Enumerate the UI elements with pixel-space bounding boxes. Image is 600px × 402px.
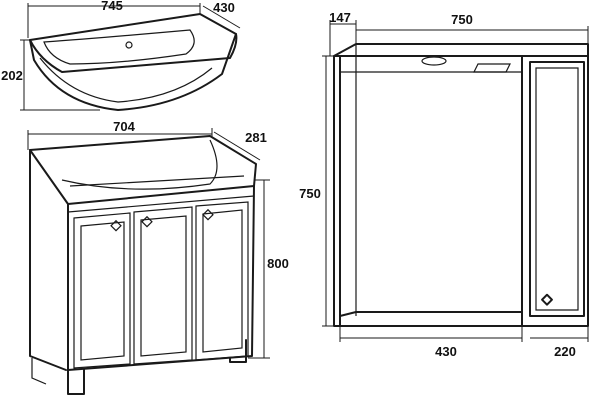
side-cabinet-width-dimension: 220 — [530, 326, 589, 359]
sink-tap-hole — [125, 41, 133, 49]
vanity-door-middle-handle-icon — [141, 215, 153, 228]
sink-height-dimension: 202 — [1, 39, 100, 111]
mirror-depth-dimension: 147 — [329, 10, 357, 56]
vanity-height-dimension: 800 — [248, 179, 289, 359]
mirror-height-label: 750 — [299, 186, 321, 201]
sink-width-label: 745 — [101, 0, 123, 13]
sink-width-dimension: 745 — [27, 0, 201, 38]
vanity-door-right — [195, 201, 249, 361]
vanity-basin-curve — [61, 139, 218, 190]
side-cabinet-handle-icon — [541, 293, 553, 306]
vanity-door-left — [73, 212, 131, 369]
vanity-width-dimension: 704 — [27, 119, 213, 150]
vanity-door-right-handle-icon — [202, 208, 214, 221]
mirror-lamp-switch-icon — [473, 63, 511, 73]
vanity-top — [29, 135, 257, 205]
sink-bowl — [29, 33, 237, 111]
vanity-depth-label: 281 — [245, 130, 267, 145]
mirror-lamp — [339, 55, 523, 73]
sink-basin — [43, 29, 195, 65]
vanity-height-label: 800 — [267, 256, 289, 271]
mirror-width-label: 750 — [451, 12, 473, 27]
sink-bowl-inner — [39, 57, 213, 103]
vanity-front — [67, 185, 255, 371]
vanity-leg-back — [31, 358, 47, 385]
vanity-door-left-handle-icon — [110, 219, 122, 232]
mirror-lamp-light-icon — [421, 56, 447, 66]
sink-depth-label: 430 — [213, 0, 235, 15]
vanity-drawing — [29, 135, 257, 395]
mirror-panel-width-label: 430 — [435, 344, 457, 359]
mirror-cabinet-drawing — [333, 43, 589, 327]
vanity-top-rail — [67, 195, 255, 213]
mirror-cabinet-top — [333, 43, 589, 57]
sink-height-label: 202 — [1, 68, 23, 83]
mirror-width-dimension: 750 — [356, 12, 589, 44]
vanity-leg-front-left — [67, 368, 85, 395]
mirror-panel — [339, 55, 523, 327]
mirror-panel-width-dimension: 430 — [339, 326, 523, 359]
side-cabinet-width-label: 220 — [554, 344, 576, 359]
vanity-inner-shelf — [69, 175, 245, 187]
vanity-left-side — [29, 149, 67, 371]
vanity-door-middle — [133, 206, 193, 365]
mirror-height-dimension: 750 — [299, 55, 334, 327]
vanity-leg-front-right — [229, 339, 247, 363]
sink-rim — [29, 13, 238, 73]
vanity-width-label: 704 — [113, 119, 135, 134]
mirror-depth-label: 147 — [329, 10, 351, 25]
side-cabinet-door — [529, 61, 585, 317]
sink-drawing — [29, 13, 238, 111]
mirror-shelf — [339, 311, 523, 327]
vanity-depth-dimension: 281 — [213, 130, 267, 161]
sink-depth-dimension: 430 — [202, 0, 241, 29]
mirror-cabinet-outline — [333, 55, 589, 327]
